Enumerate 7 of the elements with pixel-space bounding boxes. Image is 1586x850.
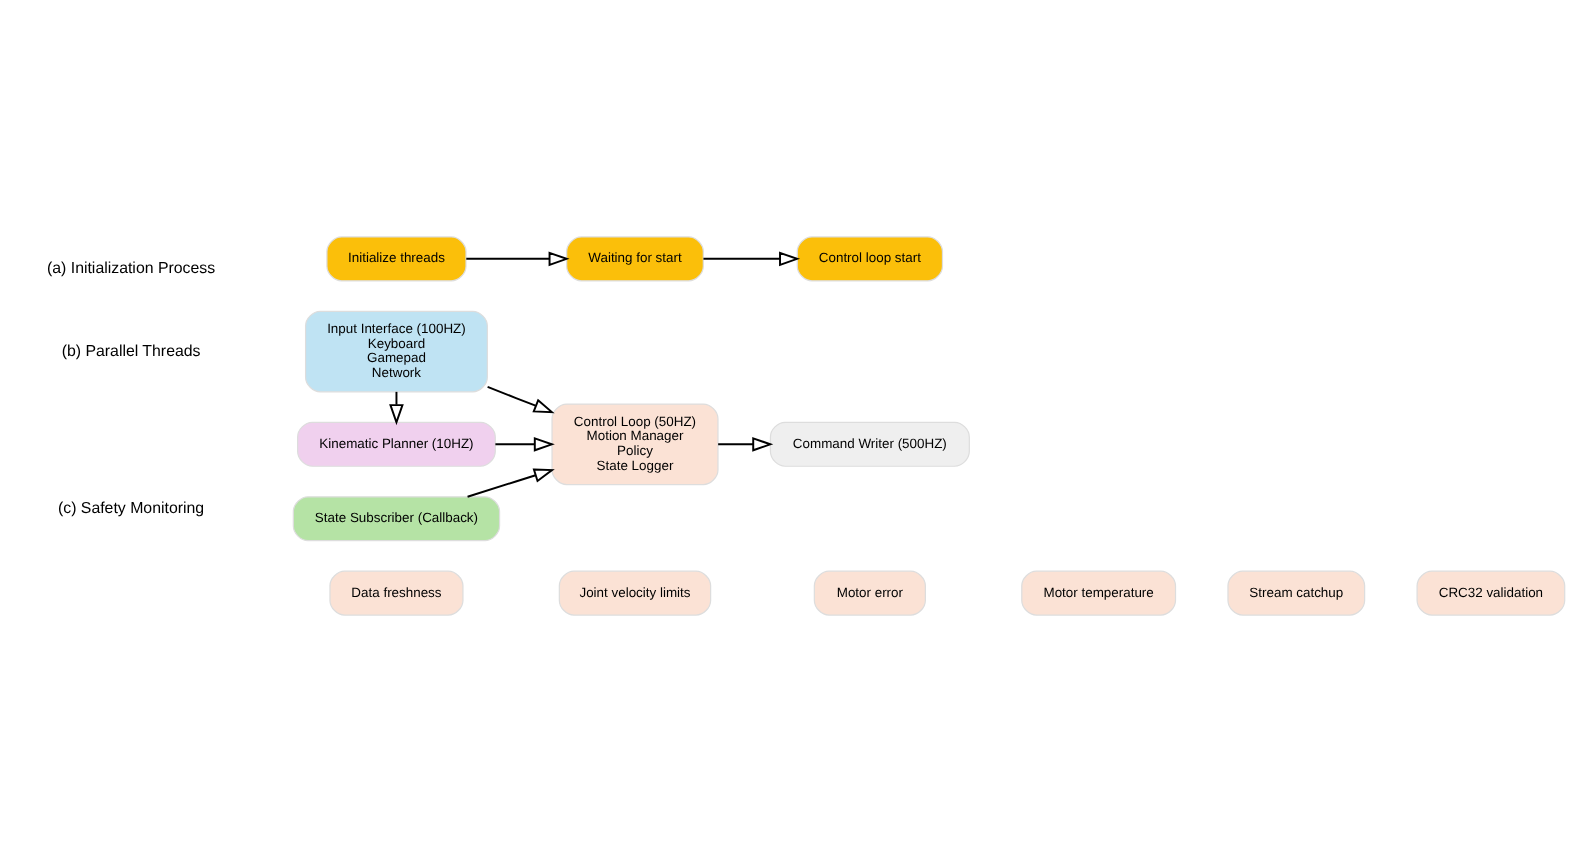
arrow — [717, 435, 774, 451]
arrow — [466, 467, 555, 497]
arrow — [494, 435, 555, 451]
arrow — [465, 250, 570, 266]
arrow — [702, 250, 801, 266]
arrow — [486, 384, 555, 413]
arrow — [389, 389, 404, 425]
